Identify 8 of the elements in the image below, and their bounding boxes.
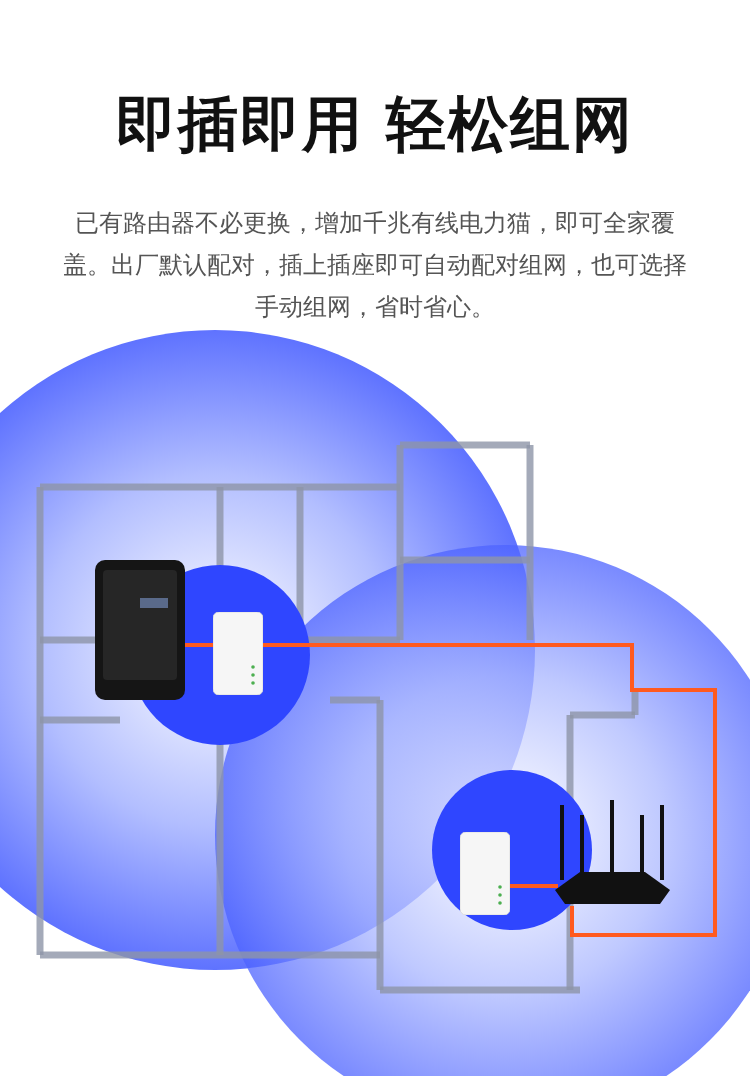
cable-line (263, 643, 717, 937)
powerline-adapter-drawing (213, 612, 263, 695)
powerline-adapter-drawing (460, 832, 510, 915)
description-text: 已有路由器不必更换，增加千兆有线电力猫，即可全家覆盖。出厂默认配对，插上插座即可自动配对组网，也可选择手动组网，省时省心。 (62, 208, 688, 323)
title: 即插即用 轻松组网 (114, 88, 636, 160)
cable-line (185, 643, 213, 647)
cable-line (510, 884, 558, 888)
storage-server-drawing (95, 560, 185, 700)
